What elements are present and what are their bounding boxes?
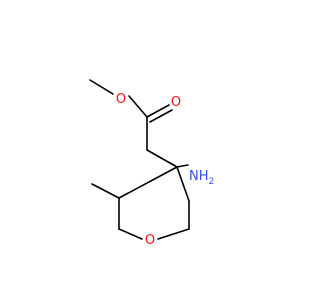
bond-ring-oxygen-c2 <box>118 228 143 240</box>
amine-label: NH2 <box>189 169 214 187</box>
bond-ring-c3-c4 <box>118 166 178 199</box>
bond-ring-methyl-substituent <box>91 183 120 199</box>
ester-oxygen-label: O <box>116 92 126 107</box>
ring-oxygen-label: O <box>145 233 155 248</box>
bond-carbonyl-double-b <box>149 109 173 123</box>
bond-ring-c4-c5 <box>176 166 190 202</box>
bond-ring-c6-oxygen <box>157 228 190 240</box>
bond-ester-oxygen-carbonyl-carbon <box>128 95 148 118</box>
bond-carbonyl-double-a <box>146 104 170 118</box>
carbonyl-oxygen-label: O <box>171 95 181 110</box>
bond-methyl-ester-oxygen <box>89 79 114 95</box>
bond-methylene-to-quaternary-carbon <box>146 149 178 168</box>
bond-quaternary-carbon-to-amine <box>176 164 189 168</box>
molecule-structure: O O NH2 O <box>89 79 214 248</box>
amine-symbol: NH <box>189 169 209 184</box>
amine-subscript: 2 <box>209 177 215 187</box>
